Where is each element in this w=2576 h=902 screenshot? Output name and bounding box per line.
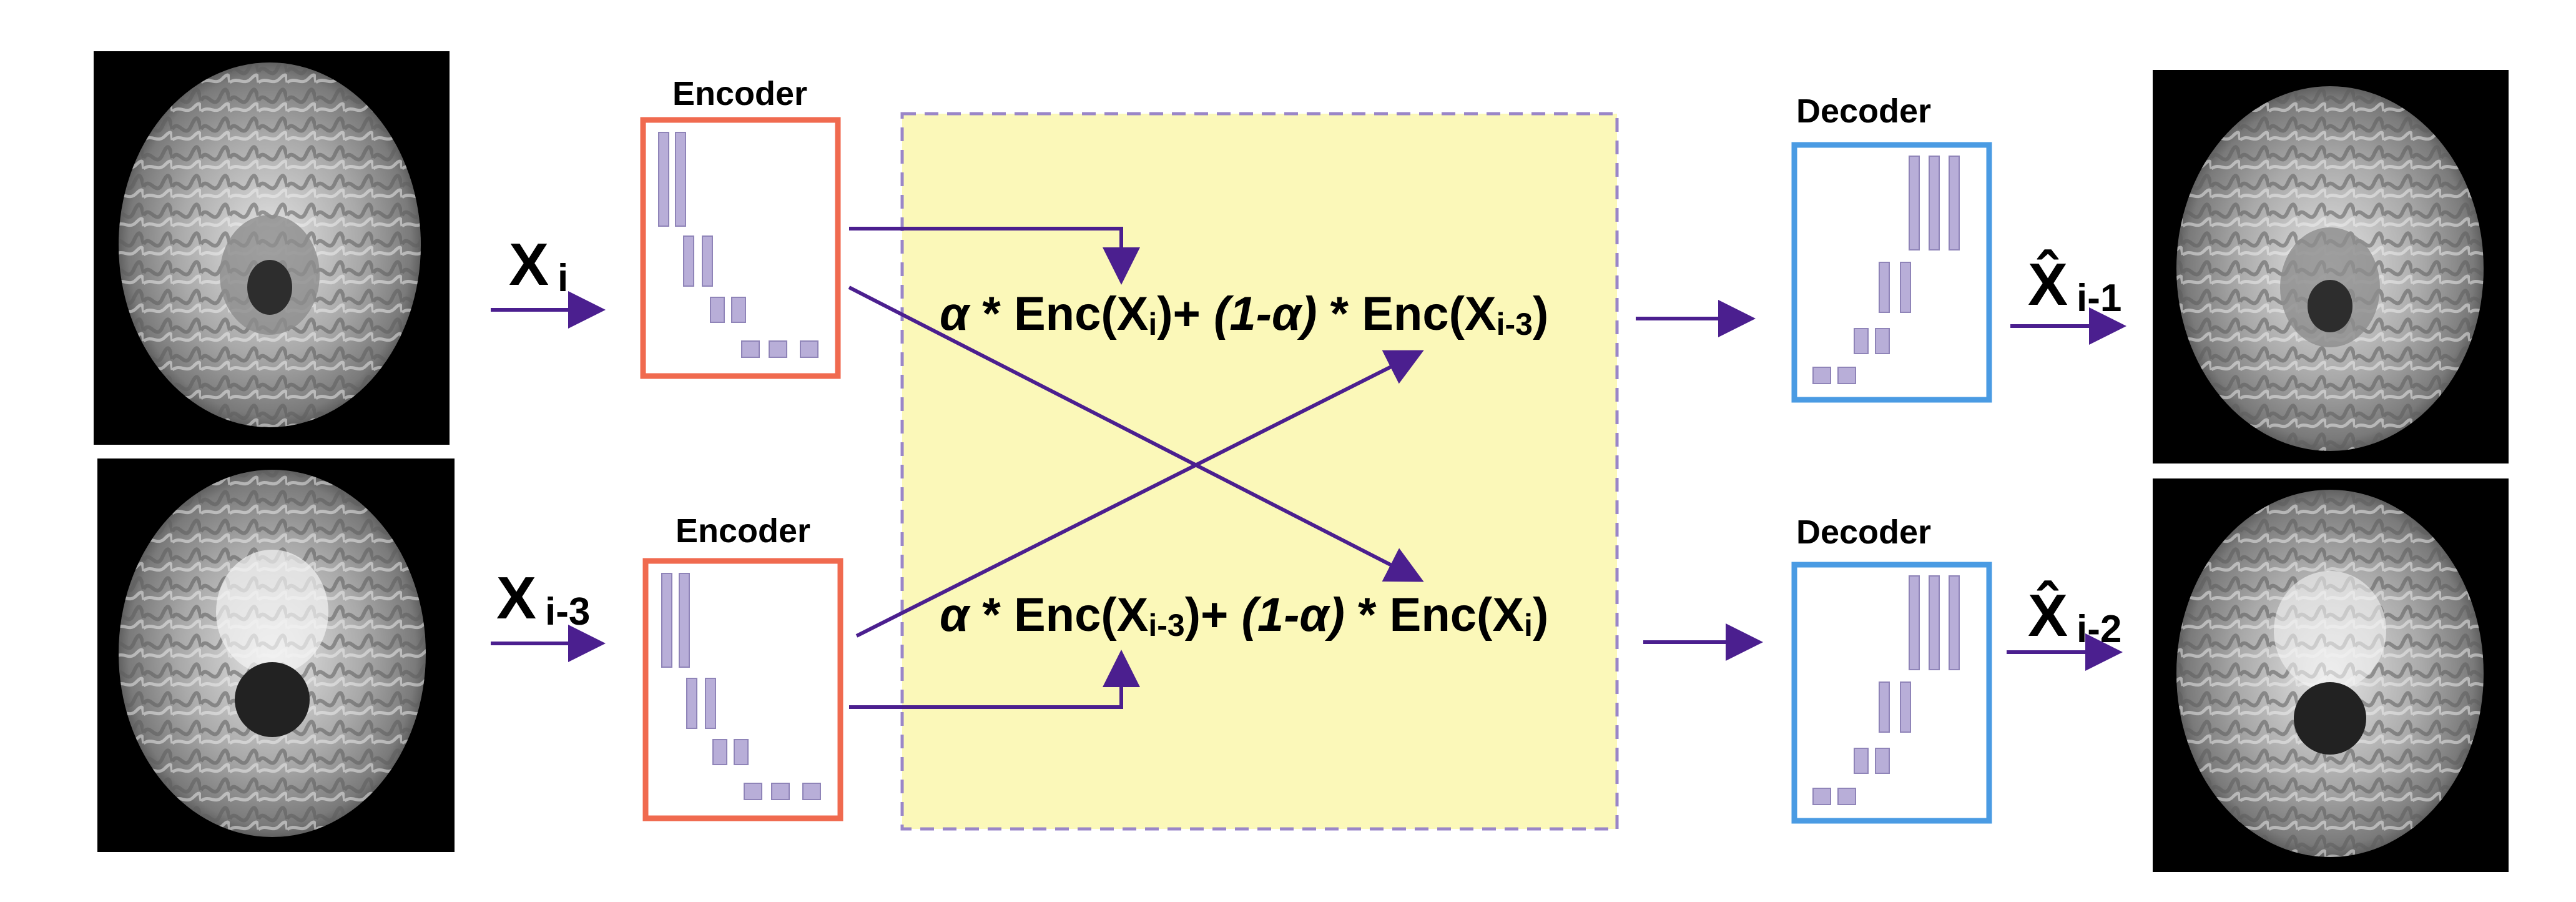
mri-output-bottom bbox=[2153, 478, 2509, 872]
output-top-label: X̂i-1 bbox=[2028, 249, 2121, 320]
decoder-top: Decoder bbox=[1791, 92, 1992, 403]
decoder-bottom-title: Decoder bbox=[1796, 513, 1931, 551]
decoder-bottom: Decoder bbox=[1791, 513, 1992, 824]
decoder-bottom-box bbox=[1791, 562, 1992, 824]
formula-top: α * Enc(Xi)+ (1-α) * Enc(Xi-3) bbox=[940, 287, 1548, 342]
arrow-enc-bottom-to-formula-top bbox=[855, 350, 1424, 638]
mixing-region bbox=[900, 112, 1619, 831]
output-bottom-label: X̂i-2 bbox=[2028, 580, 2121, 651]
mri-input-top bbox=[94, 51, 450, 445]
unet-decoder-icon bbox=[1812, 575, 1960, 805]
formula-bottom: α * Enc(Xi-3)+ (1-α) * Enc(Xi) bbox=[940, 588, 1548, 643]
encoder-top: Encoder bbox=[640, 75, 841, 379]
unet-encoder-icon bbox=[658, 132, 819, 358]
decoder-top-title: Decoder bbox=[1796, 92, 1931, 130]
encoder-bottom-box bbox=[642, 558, 843, 821]
decoder-top-box bbox=[1791, 142, 1992, 403]
unet-decoder-icon bbox=[1812, 156, 1960, 384]
encoder-top-box bbox=[640, 117, 841, 379]
mri-input-bottom bbox=[97, 458, 455, 852]
encoder-top-title: Encoder bbox=[672, 75, 807, 112]
arrow-enc-bottom-to-formula-bottom bbox=[849, 650, 1140, 709]
encoder-bottom-title: Encoder bbox=[676, 512, 810, 550]
mri-output-top bbox=[2153, 70, 2509, 463]
encoder-bottom: Encoder bbox=[642, 512, 843, 821]
unet-encoder-icon bbox=[661, 573, 821, 800]
arrow-enc-top-to-formula-top bbox=[849, 227, 1140, 285]
arrow-enc-top-to-formula-bottom bbox=[848, 285, 1424, 582]
